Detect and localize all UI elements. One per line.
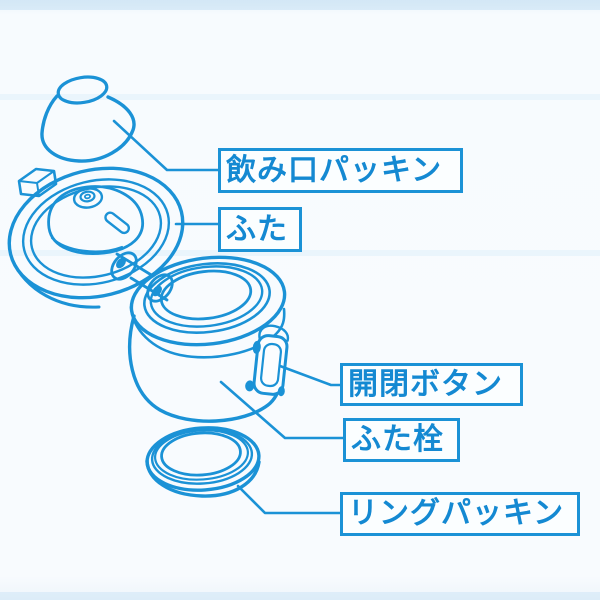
leader-lid-stopper (219, 380, 346, 440)
label-open-close-button: 開閉ボタン (340, 363, 523, 406)
leader-mouth-gasket (112, 119, 220, 172)
label-lid-stopper: ふた栓 (343, 418, 460, 462)
leader-lines (112, 119, 346, 515)
label-ring-gasket: リングパッキン (340, 492, 580, 536)
ring-gasket-drawing (145, 426, 261, 498)
leader-open-close-button (278, 364, 343, 387)
label-mouth-gasket: 飲み口パッキン (218, 148, 463, 193)
leader-ring-gasket (236, 484, 343, 515)
mouth-gasket-drawing (40, 75, 136, 163)
lid-stopper-drawing (128, 255, 287, 423)
label-lid: ふた (218, 207, 302, 252)
lid-drawing (7, 166, 185, 309)
